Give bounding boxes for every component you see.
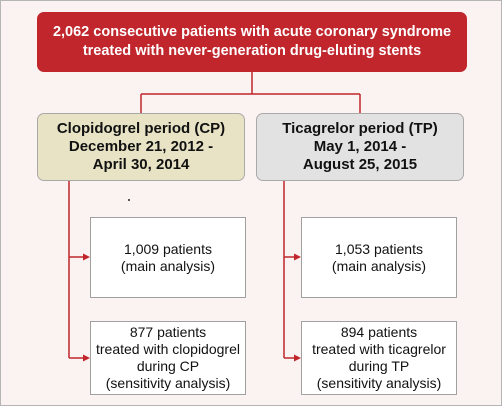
arrowhead-tp-sens xyxy=(294,354,301,362)
cp-main-label: (main analysis) xyxy=(120,257,216,274)
tp-start-date: May 1, 2014 - xyxy=(313,138,407,155)
cp-sens-count: 877 patients xyxy=(129,324,207,340)
arrowhead-tp-main xyxy=(294,253,301,261)
cp-main-analysis-box: 1,009 patients (main analysis) xyxy=(90,217,246,298)
total-patients-line2: treated with never-generation drug-eluti… xyxy=(82,43,422,59)
cp-sensitivity-box: 877 patients treated with clopidogrel du… xyxy=(90,321,246,395)
cp-main-count: 1,009 patients xyxy=(124,240,212,257)
cp-sens-label: (sensitivity analysis) xyxy=(105,375,231,391)
arrowhead-cp-sens xyxy=(83,354,90,362)
total-patients-line1: 2,062 consecutive patients with acute co… xyxy=(52,24,452,40)
cp-sens-period: during CP xyxy=(136,358,200,374)
tp-sens-count: 894 patients xyxy=(340,324,418,340)
tp-sensitivity-box: 894 patients treated with ticagrelor dur… xyxy=(301,321,457,395)
ticagrelor-period-box: Ticagrelor period (TP) May 1, 2014 - Aug… xyxy=(256,113,464,181)
cp-title: Clopidogrel period (CP) xyxy=(56,120,226,137)
cp-start-date: December 21, 2012 - xyxy=(68,138,214,155)
tp-main-analysis-box: 1,053 patients (main analysis) xyxy=(301,217,457,298)
cp-sens-treatment: treated with clopidogrel xyxy=(96,341,240,357)
tp-sens-period: during TP xyxy=(348,358,410,374)
tp-main-count: 1,053 patients xyxy=(335,240,423,257)
tp-main-label: (main analysis) xyxy=(331,257,427,274)
tp-end-date: August 25, 2015 xyxy=(302,156,418,173)
total-patients-box: 2,062 consecutive patients with acute co… xyxy=(37,12,467,72)
tp-sens-treatment: treated with ticagrelor xyxy=(312,341,446,357)
tp-sens-label: (sensitivity analysis) xyxy=(316,375,442,391)
cp-end-date: April 30, 2014 xyxy=(92,156,190,173)
stray-dot xyxy=(128,199,130,201)
clopidogrel-period-box: Clopidogrel period (CP) December 21, 201… xyxy=(37,113,245,181)
tp-title: Ticagrelor period (TP) xyxy=(282,120,438,137)
arrowhead-cp-main xyxy=(83,253,90,261)
